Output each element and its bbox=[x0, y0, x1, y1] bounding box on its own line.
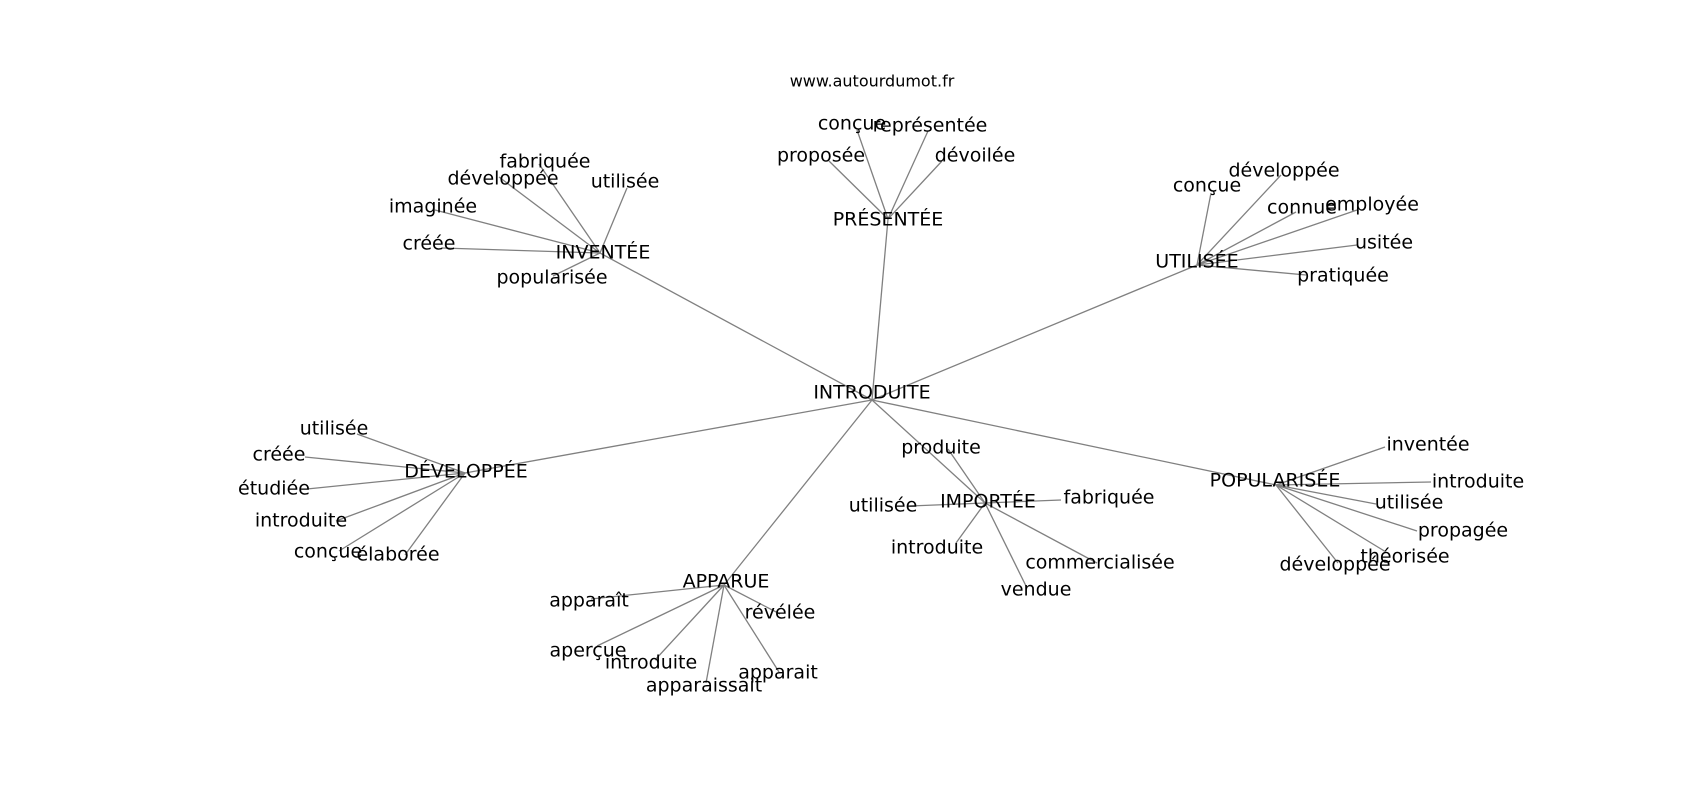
edge-popularisee-leaf-3 bbox=[1275, 484, 1418, 532]
edge-developpee-leaf-5 bbox=[404, 472, 466, 556]
leaf-node-label: théorisée bbox=[1360, 546, 1449, 568]
edge-inventee-leaf-4 bbox=[441, 247, 601, 254]
edge-presentee-leaf-2 bbox=[828, 160, 889, 220]
center-node-label: INTRODUITE bbox=[813, 382, 930, 404]
edge-center-inventee bbox=[599, 252, 873, 401]
leaf-node-label: popularisée bbox=[496, 267, 607, 289]
leaf-node-label: développée bbox=[447, 168, 558, 190]
leaf-node-label: fabriquée bbox=[1064, 487, 1155, 509]
edge-center-apparue bbox=[723, 399, 873, 586]
edge-utilisee-leaf-3 bbox=[1196, 209, 1358, 266]
leaf-node-label: usitée bbox=[1355, 232, 1413, 254]
leaf-node-label: connue bbox=[1267, 197, 1337, 219]
leaf-node-label: commercialisée bbox=[1025, 552, 1174, 574]
edge-developpee-leaf-1 bbox=[304, 456, 466, 474]
graph-edges bbox=[304, 129, 1432, 684]
edge-importee-leaf-4 bbox=[984, 502, 1098, 564]
hub-node-label-popularisee: POPULARISÉE bbox=[1210, 469, 1341, 492]
leaf-node-label: aperçue bbox=[550, 640, 627, 662]
edge-inventee-leaf-5 bbox=[552, 252, 601, 277]
edge-popularisee-leaf-1 bbox=[1275, 481, 1432, 486]
leaf-node-label: vendue bbox=[1001, 579, 1072, 601]
leaf-node-label: imaginée bbox=[389, 196, 477, 218]
leaf-node-label: utilisée bbox=[1375, 492, 1444, 514]
edge-apparue-leaf-0 bbox=[590, 584, 725, 600]
edge-utilisee-leaf-1 bbox=[1196, 192, 1212, 266]
leaf-node-label: développée bbox=[1279, 554, 1390, 576]
leaf-node-label: proposée bbox=[777, 145, 865, 167]
leaf-node-label: conçue bbox=[818, 113, 886, 135]
edge-presentee-leaf-3 bbox=[887, 160, 943, 220]
edge-developpee-leaf-4 bbox=[338, 472, 466, 552]
edge-inventee-leaf-2 bbox=[599, 187, 628, 254]
hub-node-label-apparue: APPARUE bbox=[683, 571, 770, 593]
edge-apparue-leaf-3 bbox=[654, 584, 725, 661]
edge-popularisee-leaf-4 bbox=[1275, 484, 1387, 553]
edge-center-popularisee bbox=[871, 399, 1277, 486]
edge-apparue-leaf-2 bbox=[596, 584, 725, 647]
edge-popularisee-leaf-0 bbox=[1275, 446, 1386, 486]
edge-apparue-leaf-5 bbox=[705, 584, 725, 684]
edge-utilisee-leaf-0 bbox=[1196, 174, 1282, 266]
edge-apparue-leaf-4 bbox=[723, 584, 780, 673]
hub-node-label-developpee: DÉVELOPPÉE bbox=[404, 460, 527, 483]
leaf-node-label: inventée bbox=[1386, 434, 1469, 456]
hub-node-label-importee: IMPORTÉE bbox=[940, 490, 1036, 513]
leaf-node-label: conçue bbox=[1173, 175, 1241, 197]
edge-utilisee-leaf-4 bbox=[1196, 244, 1358, 266]
edge-center-presentee bbox=[871, 218, 889, 401]
hub-node-label-presentee: PRÉSENTÉE bbox=[833, 208, 944, 231]
leaf-node-label: apparaît bbox=[549, 590, 629, 612]
edge-developpee-leaf-0 bbox=[356, 433, 466, 474]
edge-importee-leaf-5 bbox=[984, 502, 1028, 589]
leaf-node-label: révélée bbox=[745, 602, 816, 624]
leaf-node-label: élaborée bbox=[356, 544, 439, 566]
edge-inventee-leaf-3 bbox=[434, 209, 601, 254]
leaf-node-label: introduite bbox=[255, 510, 347, 532]
edge-importee-leaf-1 bbox=[909, 502, 986, 507]
leaf-node-label: introduite bbox=[605, 652, 697, 674]
leaf-node-label: introduite bbox=[1432, 471, 1524, 493]
edge-developpee-leaf-3 bbox=[335, 472, 466, 522]
edge-presentee-leaf-1 bbox=[887, 130, 929, 220]
leaf-node-label: conçue bbox=[294, 541, 362, 563]
edge-presentee-leaf-0 bbox=[856, 129, 889, 220]
edge-apparue-leaf-1 bbox=[723, 584, 781, 615]
hub-node-label-inventee: INVENTÉE bbox=[556, 241, 651, 264]
edge-center-developpee bbox=[464, 399, 873, 474]
edge-importee-leaf-2 bbox=[984, 499, 1062, 504]
website-label: www.autourdumot.fr bbox=[790, 72, 955, 91]
edge-utilisee-leaf-2 bbox=[1196, 211, 1297, 266]
edge-inventee-leaf-1 bbox=[498, 176, 601, 254]
leaf-node-label: créée bbox=[403, 233, 456, 255]
edge-utilisee-leaf-5 bbox=[1196, 264, 1307, 276]
leaf-node-label: créée bbox=[253, 444, 306, 466]
edge-center-importee bbox=[871, 399, 986, 504]
leaf-node-label: apparait bbox=[738, 662, 818, 684]
leaf-node-label: fabriquée bbox=[500, 151, 591, 173]
leaf-node-label: produite bbox=[901, 437, 981, 459]
edge-inventee-leaf-0 bbox=[538, 163, 601, 254]
edge-center-utilisee bbox=[871, 264, 1198, 401]
leaf-node-label: utilisée bbox=[300, 418, 369, 440]
edge-popularisee-leaf-2 bbox=[1275, 484, 1377, 505]
leaf-node-label: représentée bbox=[873, 115, 988, 137]
leaf-node-label: introduite bbox=[891, 537, 983, 559]
leaf-node-label: employée bbox=[1325, 194, 1419, 216]
leaf-node-label: dévoilée bbox=[935, 145, 1016, 167]
leaf-node-label: développée bbox=[1228, 160, 1339, 182]
hub-node-label-utilisee: UTILISÉE bbox=[1155, 250, 1238, 273]
edge-popularisee-leaf-5 bbox=[1275, 484, 1339, 564]
edge-developpee-leaf-2 bbox=[306, 472, 466, 490]
edge-importee-leaf-3 bbox=[955, 502, 986, 544]
leaf-node-label: utilisée bbox=[591, 171, 660, 193]
leaf-node-label: pratiquée bbox=[1297, 265, 1389, 287]
edge-importee-leaf-0 bbox=[947, 448, 986, 504]
leaf-node-label: propagée bbox=[1418, 520, 1508, 542]
leaf-node-label: étudiée bbox=[238, 478, 310, 500]
leaf-node-label: apparaissait bbox=[646, 675, 762, 697]
leaf-node-label: utilisée bbox=[849, 495, 918, 517]
